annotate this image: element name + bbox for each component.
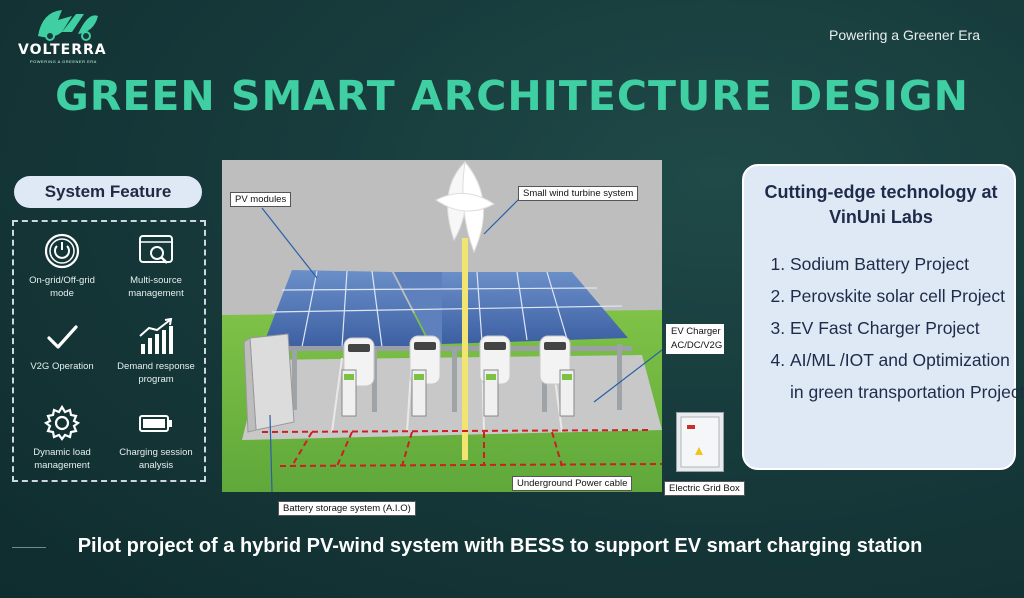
feature-label: Demand response program (117, 361, 195, 385)
power-icon (44, 233, 80, 269)
technology-card-heading: Cutting-edge technology at VinUni Labs (764, 182, 998, 227)
feature-label: Charging session analysis (119, 447, 193, 471)
checkmark-icon (47, 325, 78, 349)
brand-subtitle: POWERING A GREENER ERA (30, 59, 97, 64)
monitor-search-icon (139, 235, 173, 264)
pv-modules-label: PV modules (230, 192, 292, 207)
feature-item: Demand response program (110, 318, 202, 386)
electric-grid-box-label: Electric Grid Box (664, 481, 745, 496)
brand-logo: VOLTERRA POWERING A GREENER ERA (18, 6, 118, 64)
callout-leaders (261, 197, 662, 492)
battery-storage-label: Battery storage system (A.I.O) (278, 501, 416, 516)
gear-icon (43, 404, 81, 441)
grid-box (676, 412, 724, 472)
footer-divider (12, 547, 46, 548)
bar-chart-growth-icon (139, 318, 173, 354)
feature-item: V2G Operation (16, 318, 108, 373)
list-item: EV Fast Charger Project (790, 312, 1024, 344)
underground-cable-label: Underground Power cable (512, 476, 633, 491)
wind-turbine-label: Small wind turbine system (518, 186, 639, 201)
feature-label: Dynamic load management (33, 447, 91, 471)
ev-charger-text: EV Charger AC/DC/V2G (671, 326, 723, 351)
technology-card: Cutting-edge technology at VinUni Labs S… (742, 164, 1024, 470)
feature-label: On-grid/Off-grid mode (29, 275, 95, 299)
list-item: Perovskite solar cell Project (790, 280, 1024, 312)
feature-grid: On-grid/Off-grid mode Multi-source manag… (12, 220, 206, 482)
technology-list: Sodium Battery Project Perovskite solar … (772, 248, 1024, 408)
architecture-diagram: PV modules Small wind turbine system Und… (222, 160, 662, 492)
logo-icon (38, 10, 98, 41)
tagline: Powering a Greener Era (829, 27, 980, 43)
footer-caption: Pilot project of a hybrid PV-wind system… (77, 535, 923, 557)
system-feature-heading: System Feature (14, 176, 202, 208)
diagram-illustration (222, 160, 662, 492)
list-item: Sodium Battery Project (790, 248, 1024, 280)
feature-item: Multi-source management (110, 232, 202, 300)
feature-item: Charging session analysis (110, 404, 202, 472)
battery-icon (139, 415, 172, 432)
list-item: AI/ML /IOT and Optimization in green tra… (790, 344, 1024, 408)
feature-label: V2G Operation (30, 361, 94, 372)
feature-label: Multi-source management (128, 275, 184, 299)
grid-box-icon (680, 416, 720, 468)
ev-charger-label-bg (666, 324, 724, 354)
feature-item: On-grid/Off-grid mode (16, 232, 108, 300)
page-title: GREEN SMART ARCHITECTURE DESIGN (55, 72, 969, 120)
feature-item: Dynamic load management (16, 404, 108, 472)
brand-name: VOLTERRA (18, 42, 107, 58)
